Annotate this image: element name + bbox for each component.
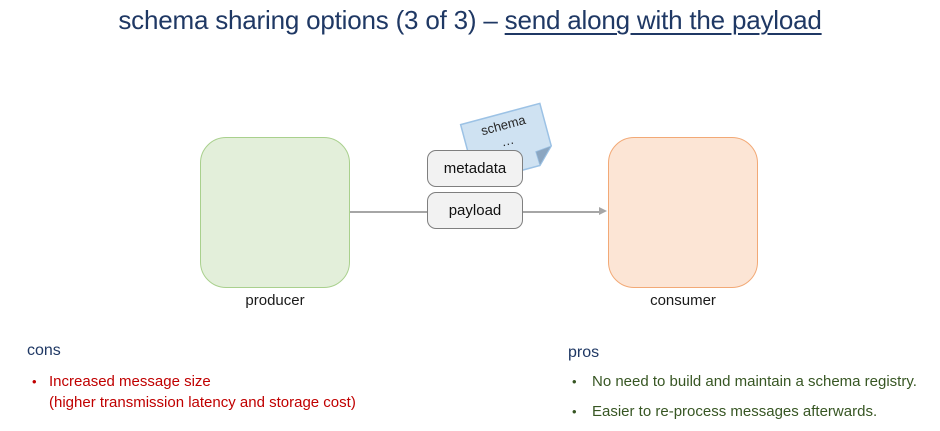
- pros-item-text: Easier to re-process messages afterwards…: [592, 403, 878, 420]
- producer-box: [200, 137, 350, 288]
- bullet-icon: •: [32, 374, 37, 389]
- metadata-label: metadata: [443, 160, 507, 177]
- slide-title: schema sharing options (3 of 3) – send a…: [0, 5, 940, 36]
- slide-title-underlined: send along with the payload: [504, 5, 822, 35]
- pros-item: • No need to build and maintain a schema…: [568, 371, 938, 392]
- pros-item-text: No need to build and maintain a schema r…: [592, 373, 917, 390]
- connector-arrowhead-icon: [599, 207, 607, 215]
- cons-heading: cons: [27, 342, 61, 359]
- payload-box: payload: [427, 192, 523, 229]
- cons-item-line1: Increased message size: [49, 373, 211, 390]
- payload-label: payload: [448, 202, 502, 219]
- pros-item: • Easier to re-process messages afterwar…: [568, 401, 938, 422]
- slide-title-prefix: schema sharing options (3 of 3) –: [118, 5, 505, 35]
- cons-item-line2: (higher transmission latency and storage…: [49, 394, 356, 411]
- metadata-box: metadata: [427, 150, 523, 187]
- cons-item: • Increased message size (higher transmi…: [27, 371, 467, 413]
- pros-section: pros • No need to build and maintain a s…: [568, 343, 938, 422]
- bullet-icon: •: [572, 374, 577, 389]
- producer-label: producer: [245, 292, 305, 309]
- consumer-box: [608, 137, 758, 288]
- bullet-icon: •: [572, 404, 577, 419]
- cons-item-text: Increased message size (higher transmiss…: [49, 371, 356, 413]
- consumer-label: consumer: [650, 292, 716, 309]
- pros-heading: pros: [568, 344, 600, 361]
- cons-section: cons • Increased message size (higher tr…: [27, 341, 467, 413]
